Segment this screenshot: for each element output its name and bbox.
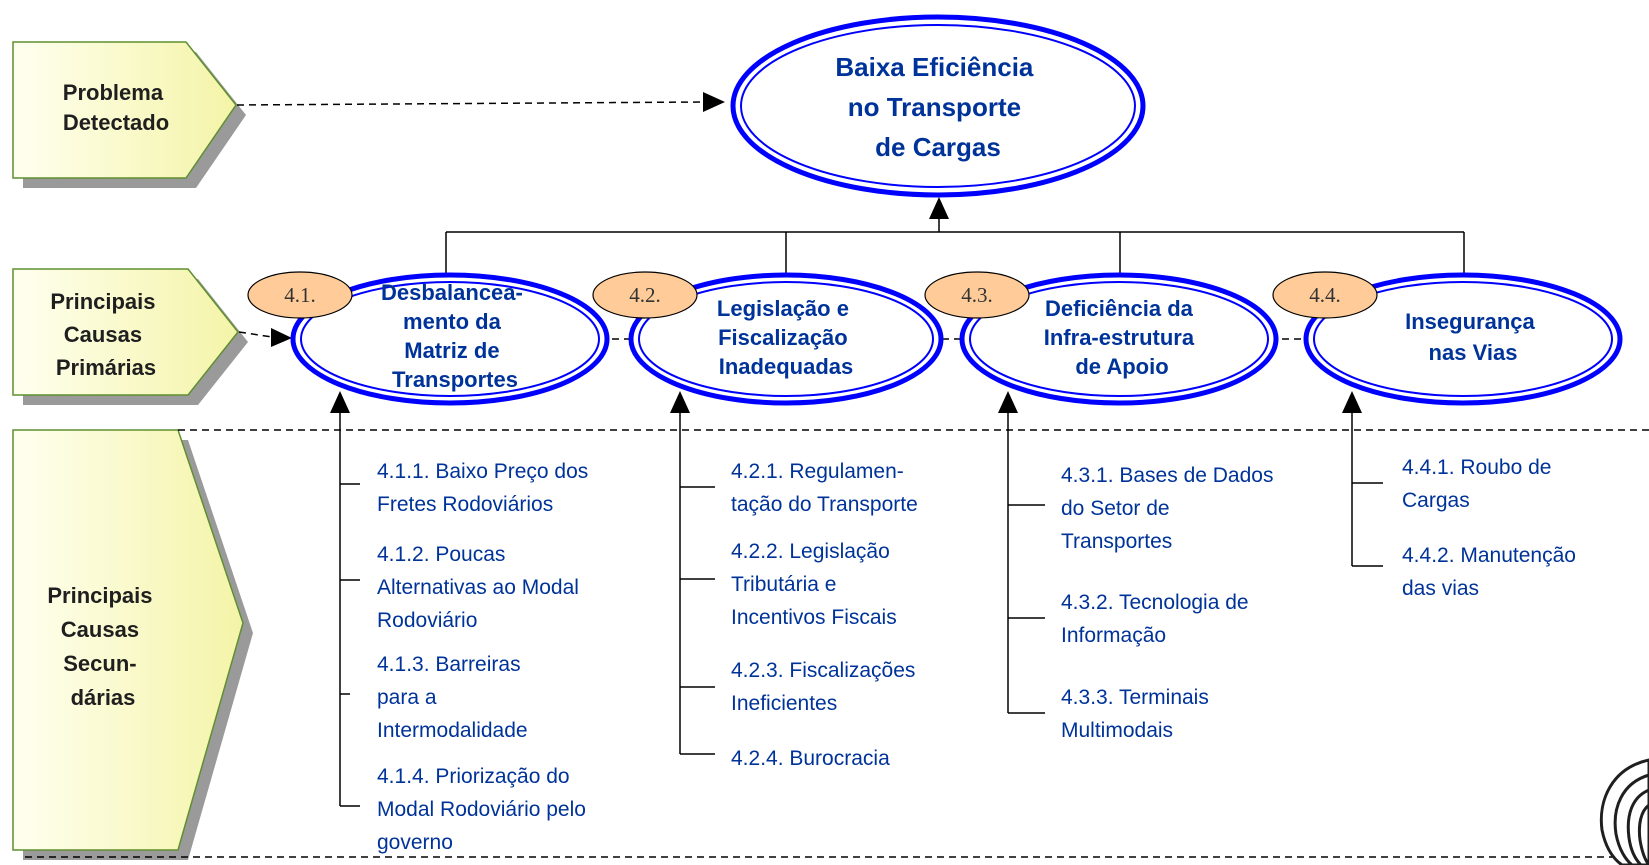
secondary-branch-4-3 [998, 391, 1045, 714]
label-problem-line-2: Detectado [63, 110, 169, 135]
svg-text:Desbalancea- mento da: Desbalancea- mento da Matriz de Transpor… [381, 280, 529, 392]
secondary-cause-4-1-3: 4.1.3. Barreiras para a Intermodalidade [377, 653, 528, 742]
secondary-cause-4-4-2: 4.4.2. Manutenção das vias [1402, 544, 1582, 600]
svg-text:Principais Causas: Principais Causas Secun- dárias [47, 583, 158, 710]
primary-cause-4-1-line-1: Desbalancea- [381, 280, 523, 305]
primary-cause-4-2-line-1: Legislação e [717, 296, 849, 321]
badge-4-3: 4.3. [924, 271, 1030, 319]
problem-line-2: no Transporte [848, 92, 1021, 122]
badge-4-4-label: 4.4. [1309, 283, 1341, 307]
primary-cause-4-2-line-2: Fiscalização [718, 325, 848, 350]
primary-connector [238, 331, 273, 338]
problem-arrowhead [703, 92, 725, 112]
primary-cause-4-1-line-3: Matriz de [404, 338, 499, 363]
primary-cause-4-3-line-2: Infra-estrutura [1044, 325, 1195, 350]
label-primary-causes: Principais Causas Primárias [12, 268, 248, 405]
problem-line-3: de Cargas [875, 132, 1001, 162]
svg-text:Baixa Eficiência no Tran: Baixa Eficiência no Transporte de Cargas [835, 52, 1040, 162]
svg-text:Problema Detectado: Problema Detectado [63, 80, 169, 135]
secondary-cause-4-3-3: 4.3.3. Terminais Multimodais [1061, 686, 1215, 742]
primary-arrowhead [271, 328, 292, 347]
primary-cause-4-4-line-2: nas Vias [1429, 340, 1518, 365]
tree-connector [445, 197, 1465, 273]
secondary-branch-4-4 [1342, 391, 1383, 567]
primary-cause-4-4: Insegurança nas Vias [1303, 272, 1623, 406]
primary-cause-4-1-line-2: mento da [403, 309, 502, 334]
label-problem-detected: Problema Detectado [12, 41, 246, 188]
label-secondary-causes: Principais Causas Secun- dárias [12, 429, 253, 860]
label-secondary-line-2: Causas [61, 617, 139, 642]
problem-line-1: Baixa Eficiência [835, 52, 1034, 82]
label-primary-line-3: Primárias [56, 355, 156, 380]
label-secondary-line-4: dárias [71, 685, 136, 710]
primary-cause-4-3-line-3: de Apoio [1075, 354, 1168, 379]
problem-node: Baixa Eficiência no Transporte de Cargas [730, 14, 1146, 198]
primary-cause-4-1-line-4: Transportes [392, 367, 518, 392]
label-secondary-line-1: Principais [47, 583, 152, 608]
svg-text:Deficiência da Infra-est: Deficiência da Infra-estrutura de Apoio [1044, 296, 1200, 379]
label-secondary-line-3: Secun- [63, 651, 136, 676]
primary-cause-4-3: Deficiência da Infra-estrutura de Apoio [959, 272, 1279, 406]
secondary-cause-4-3-2: 4.3.2. Tecnologia de Informação [1061, 591, 1254, 647]
svg-text:Principais Causas: Principais Causas Primárias [50, 289, 161, 380]
secondary-cause-4-2-4: 4.2.4. Burocracia [731, 747, 890, 770]
svg-text:Legislação e Fiscalizaçã: Legislação e Fiscalização Inadequadas [717, 296, 855, 379]
label-primary-line-1: Principais [50, 289, 155, 314]
secondary-cause-4-1-4: 4.1.4. Priorização do Modal Rodoviário p… [377, 765, 592, 854]
badge-4-1: 4.1. [247, 271, 353, 319]
label-primary-line-2: Causas [64, 322, 142, 347]
secondary-cause-4-2-1: 4.2.1. Regulamen- tação do Transporte [731, 460, 918, 516]
secondary-cause-4-4-1: 4.4.1. Roubo de Cargas [1402, 456, 1557, 512]
badge-4-2: 4.2. [592, 271, 698, 319]
primary-cause-4-1: Desbalancea- mento da Matriz de Transpor… [290, 272, 610, 406]
primary-cause-4-4-line-1: Insegurança [1405, 309, 1535, 334]
badge-4-3-label: 4.3. [961, 283, 993, 307]
logo-partial-icon [1599, 758, 1649, 865]
secondary-cause-4-2-2: 4.2.2. Legislação Tributária e Incentivo… [731, 540, 897, 629]
label-problem-line-1: Problema [63, 80, 164, 105]
secondary-cause-4-3-1: 4.3.1. Bases de Dados do Setor de Transp… [1061, 464, 1279, 553]
secondary-cause-4-1-1: 4.1.1. Baixo Preço dos Fretes Rodoviário… [377, 460, 594, 516]
svg-text:Insegurança nas Vias: Insegurança nas Vias [1405, 309, 1541, 365]
secondary-cause-4-2-3: 4.2.3. Fiscalizações Ineficientes [731, 659, 921, 715]
badge-4-1-label: 4.1. [284, 283, 316, 307]
badge-4-2-label: 4.2. [629, 283, 661, 307]
secondary-branch-4-2 [670, 391, 715, 755]
primary-cause-4-2-line-3: Inadequadas [719, 354, 853, 379]
secondary-branch-4-1 [330, 391, 360, 807]
primary-cause-4-2: Legislação e Fiscalização Inadequadas [628, 272, 944, 406]
primary-cause-4-3-line-1: Deficiência da [1045, 296, 1194, 321]
problem-connector [236, 101, 704, 106]
secondary-cause-4-1-2: 4.1.2. Poucas Alternativas ao Modal Rodo… [377, 543, 585, 632]
badge-4-4: 4.4. [1272, 271, 1378, 319]
